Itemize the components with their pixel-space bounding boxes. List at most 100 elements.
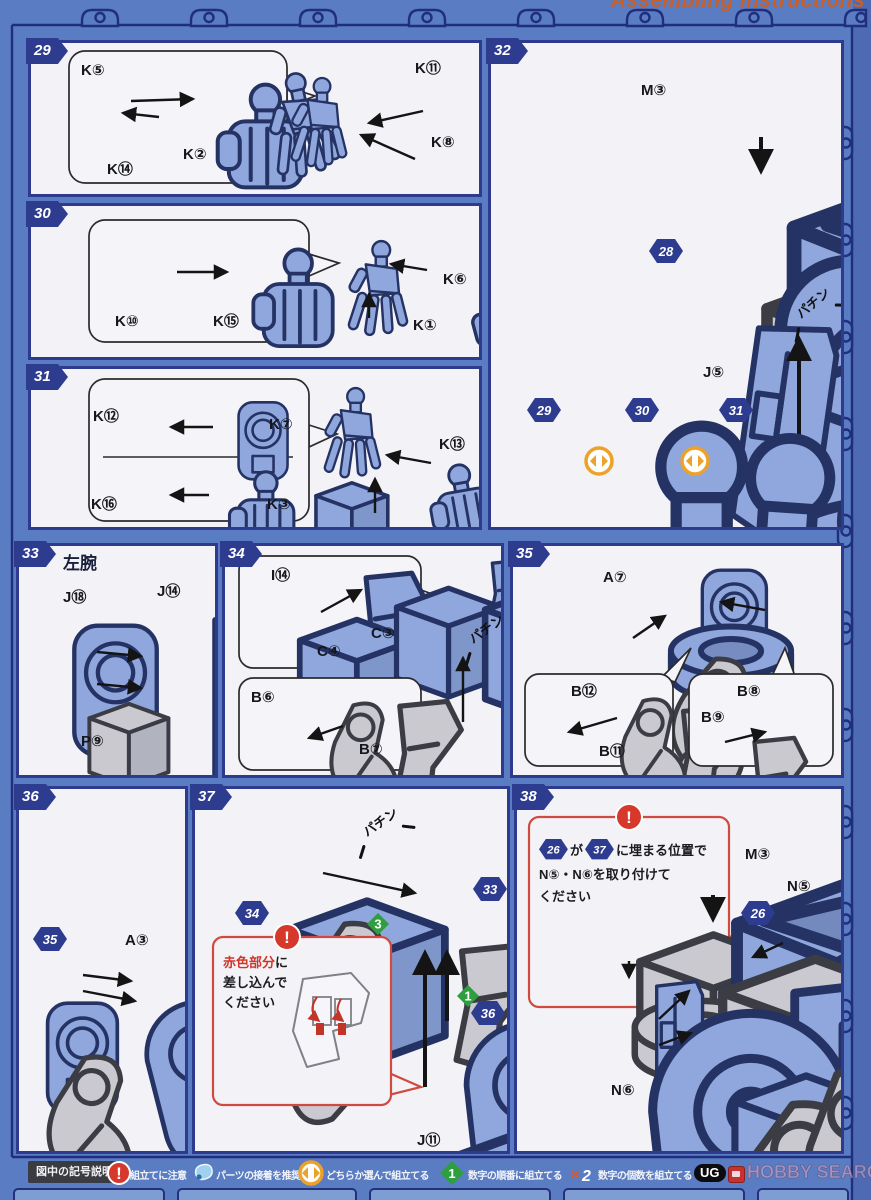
snap-annotation: パチン [359, 805, 416, 859]
part-label: C④ [317, 643, 341, 660]
arrow [384, 449, 432, 466]
svg-text:36: 36 [481, 1006, 496, 1021]
part-b9 [749, 737, 807, 775]
next-page-tabs [13, 1188, 849, 1200]
arrow [130, 91, 196, 108]
arrow [96, 679, 144, 695]
svg-text:33: 33 [483, 882, 498, 897]
arrow [750, 941, 784, 959]
part-label: K⑪ [415, 59, 441, 77]
part-label: P⑨ [81, 733, 104, 750]
choose-icon [680, 446, 710, 476]
warning-icon: ! [273, 923, 301, 951]
step-badge: 35 [508, 541, 550, 567]
part-label: K① [413, 317, 437, 334]
svg-text:26: 26 [546, 844, 560, 856]
assembled-block [484, 585, 501, 724]
part-label: J⑭ [157, 582, 180, 600]
part-label: K② [183, 146, 207, 163]
callout-pointer [387, 1071, 425, 1097]
part-label: J⑤ [703, 364, 724, 381]
step-order-3: 3 [367, 913, 389, 935]
part-label: K⑯ [91, 495, 117, 513]
step-badge: 36 [14, 784, 56, 810]
arrow [658, 1030, 694, 1047]
part-label: A③ [125, 932, 149, 949]
binder-tabs-top [80, 8, 868, 28]
part-k3 [315, 482, 389, 527]
arrow [718, 596, 766, 613]
legend-item-choose: どちらか選んで組立てる [326, 1171, 430, 1182]
panel-step-37: 37 34 パチン 33 3 [190, 784, 510, 1154]
option-badge-31: 31 [719, 398, 753, 422]
part-a3 [139, 994, 185, 1151]
legend-item-caution: 組立てに注意 [130, 1171, 187, 1182]
svg-text:35: 35 [43, 932, 58, 947]
page-title: Assembling Instructions [610, 0, 865, 12]
choose-icon [584, 446, 614, 476]
arrow [322, 871, 418, 898]
warning-text-line2: N⑤・N⑥を取り付けて [539, 867, 671, 882]
arrow [96, 647, 144, 663]
panel-step-30: 30 K⑩ K⑮ K⑥ K① [26, 201, 482, 360]
arrow [632, 614, 667, 639]
option-badge-30: 30 [625, 398, 659, 422]
arrow [82, 971, 134, 988]
part-label: K⑭ [107, 160, 133, 178]
arrow [306, 724, 344, 741]
part-label: K⑧ [431, 134, 455, 151]
step-order-1: 1 [457, 985, 479, 1007]
brand-logo: UG [694, 1164, 726, 1182]
legend-title: 図中の記号説明 [28, 1161, 121, 1183]
svg-text:37: 37 [593, 844, 606, 856]
part-b7 [394, 700, 463, 775]
part-label: N⑥ [611, 1082, 635, 1099]
step-badge: 30 [26, 201, 68, 227]
part-k15 [346, 240, 409, 337]
part-label: M③ [745, 846, 770, 863]
count-icon: × 2 [570, 1165, 591, 1185]
choose-icon [298, 1160, 324, 1186]
panel-step-36: 36 35 A③ [14, 784, 188, 1154]
panel-step-31: 31 K⑫ K⑦ K⑯ K③ K⑬ [26, 364, 482, 530]
watermark: HOBBY SEARCH [747, 1162, 871, 1183]
part-label: K⑤ [81, 62, 105, 79]
step-badge: 29 [26, 38, 68, 64]
part-label: J⑪ [417, 1131, 440, 1149]
part-label: B⑪ [599, 742, 625, 760]
arrow [566, 716, 618, 736]
order-icon: 1 [440, 1161, 464, 1185]
panel-step-34: 34 I⑭ C④ C③ パチン B⑥ B⑦ [220, 541, 504, 778]
svg-text:34: 34 [245, 906, 260, 921]
fist-part [423, 459, 479, 527]
warning-text-a: が [570, 843, 583, 858]
option-badge-29: 29 [527, 398, 561, 422]
part-label: B⑧ [737, 683, 761, 700]
part-label: K⑩ [115, 313, 139, 330]
part-label: K⑫ [93, 407, 119, 425]
arrow [120, 106, 160, 123]
part-label: N⑤ [787, 878, 811, 895]
svg-text:31: 31 [729, 403, 743, 418]
part-label: I⑭ [271, 566, 290, 584]
svg-text:!: ! [284, 928, 290, 947]
panel-step-35: 35 A⑦ B⑫ B⑪ B⑧ B⑨ [508, 541, 844, 778]
assembly-badge-34: 34 [235, 901, 269, 925]
arrow [658, 989, 691, 1020]
warning-text-line2: 差し込んで [223, 975, 287, 990]
step-badge: 32 [486, 38, 528, 64]
warning-text-line3: ください [223, 995, 275, 1010]
part-label: J⑱ [63, 588, 86, 606]
part-label: B⑫ [571, 682, 597, 700]
assembly-badge-36: 36 [471, 1001, 505, 1025]
assembly-badge-35: 35 [33, 927, 67, 951]
panel-step-32: 32 M③ 28 パチン J⑤ 29 [486, 38, 844, 530]
panel-step-29: 29 K⑤ K⑭ K② K⑪ K⑧ [26, 38, 482, 197]
step-badge: 37 [190, 784, 232, 810]
svg-text:26: 26 [750, 906, 766, 921]
part-k7 [323, 387, 382, 479]
glue-icon [194, 1163, 213, 1181]
part-label: M③ [641, 82, 666, 99]
part-label: K⑦ [269, 416, 293, 433]
